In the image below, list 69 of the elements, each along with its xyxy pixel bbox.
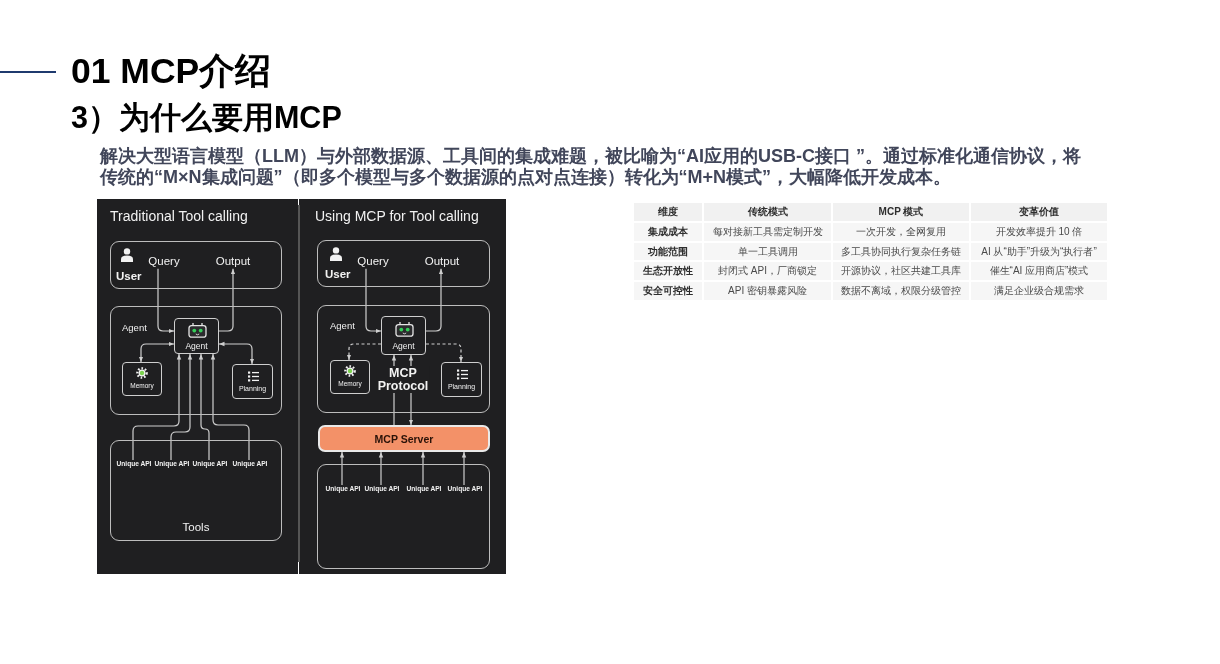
agent-card: [381, 316, 426, 355]
table-cell: 多工具协同执行复杂任务链: [832, 242, 970, 261]
arrow: [132, 353, 182, 461]
diagram-panel: [299, 199, 506, 574]
user-box: [317, 240, 490, 287]
table-cell: 生态开放性: [633, 261, 703, 281]
table-cell: AI 从“助手”升级为“执行者”: [970, 242, 1108, 261]
arrow: [461, 451, 467, 486]
arrow: [420, 451, 426, 486]
dashed-arrow: [425, 343, 464, 363]
table-cell: 数据不离域，权限分级管控: [832, 281, 970, 301]
arrow: [425, 268, 444, 332]
panel-heading: Traditional Tool calling: [110, 208, 248, 225]
arrow: [210, 353, 250, 461]
agent-label: Agent: [392, 341, 415, 352]
tools-box: [317, 464, 490, 569]
arrow: [408, 354, 414, 426]
agent-card: [174, 318, 219, 354]
slide-subtitle: 3）为什么要用MCP: [71, 99, 342, 136]
header-cell: 变革价值: [970, 202, 1108, 222]
arrow: [339, 451, 345, 486]
table-cell: 集成成本: [633, 222, 703, 242]
table-cell: 安全可控性: [633, 281, 703, 301]
table-cell: 封闭式 API，厂商锁定: [703, 261, 832, 281]
arrow: [198, 353, 210, 461]
protocol-label: MCP Protocol: [376, 366, 430, 393]
planning-card: [232, 364, 273, 399]
arrow: [157, 268, 175, 334]
tools-box: [110, 440, 282, 541]
arrow: [391, 354, 397, 426]
arrow: [365, 268, 382, 334]
arrow: [218, 341, 255, 365]
table-cell: 一次开发，全网复用: [832, 222, 970, 242]
server-box: MCP Server: [318, 425, 490, 452]
query-label: Query: [357, 255, 389, 269]
user-label: User: [325, 268, 351, 282]
intro-paragraph: 解决大型语言模型（LLM）与外部数据源、工具间的集成难题，被比喻为“AI应用的USB-C接口 ”。通过标准化通信协议，将传统的“M×N集成问题”（即多个模型与多个数据源的点对点连接）转化为“M+N模式”，大幅降低开发成本。: [100, 146, 1082, 188]
output-label: Output: [424, 255, 460, 269]
memory-card: [330, 360, 370, 394]
output-label: Output: [215, 255, 251, 269]
header-cell: 传统模式: [703, 202, 832, 222]
table-cell: 催生“AI 应用商店”模式: [970, 261, 1108, 281]
tools-label: Tools: [182, 521, 210, 535]
arrow: [170, 353, 193, 461]
diagram-panel: [97, 199, 298, 574]
table-cell: 开发效率提升 10 倍: [970, 222, 1108, 242]
planning-card: [441, 362, 482, 397]
panel-heading: Using MCP for Tool calling: [315, 208, 479, 225]
user-box: [110, 241, 282, 289]
query-label: Query: [148, 255, 180, 269]
table-cell: API 密钥暴露风险: [703, 281, 832, 301]
arrow: [378, 451, 384, 486]
arrow: [218, 268, 236, 332]
group-heading: Agent: [122, 322, 147, 334]
agent-group-box: [110, 306, 282, 415]
table-cell: 满足企业级合规需求: [970, 281, 1108, 301]
dashed-arrow: [346, 343, 382, 361]
table-cell: 每对接新工具需定制开发: [703, 222, 832, 242]
arrow: [138, 341, 175, 363]
table-cell: 功能范围: [633, 242, 703, 261]
user-label: User: [116, 270, 142, 284]
agent-label: Agent: [185, 341, 208, 352]
table-cell: 单一工具调用: [703, 242, 832, 261]
slide-title: 01 MCP介绍: [71, 51, 272, 92]
header-cell: MCP 模式: [832, 202, 970, 222]
table-cell: 开源协议，社区共建工具库: [832, 261, 970, 281]
memory-card: [122, 362, 162, 396]
group-heading: Agent: [330, 320, 355, 332]
header-cell: 维度: [633, 202, 703, 222]
